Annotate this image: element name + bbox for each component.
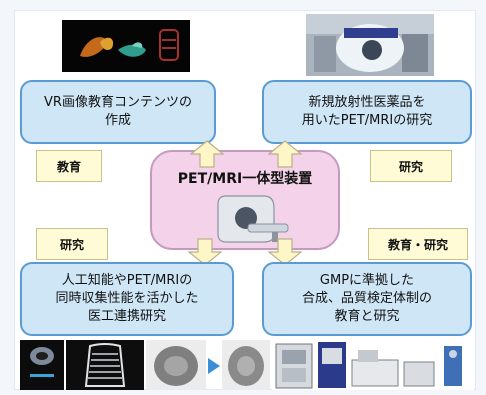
new-radiopharmaceutical-research-label: 新規放射性医薬品を 用いたPET/MRIの研究	[301, 95, 433, 128]
pet-mri-scanner-room-photo	[306, 14, 434, 76]
pet-mri-device-title: PET/MRI一体型装置	[177, 171, 313, 187]
new-radiopharmaceutical-research-box: 新規放射性医薬品を 用いたPET/MRIの研究	[262, 80, 472, 144]
gmp-quality-education-box: GMPに準拠した 合成、品質検定体制の 教育と研究	[262, 262, 472, 336]
research-tag-bottom-left-label: 研究	[59, 237, 84, 252]
medical-scan-images	[20, 340, 270, 390]
gmp-lab-equipment-photo	[272, 340, 474, 390]
arrow-up-top-left	[190, 140, 224, 168]
research-tag-top-right-label: 研究	[398, 159, 423, 174]
pet-mri-device-hub: PET/MRI一体型装置	[150, 150, 340, 250]
education-research-tag-bottom-right: 教育・研究	[368, 228, 468, 260]
research-tag-top-right: 研究	[370, 150, 452, 182]
arrow-down-bottom-left	[188, 238, 222, 266]
vr-education-content-box: VR画像教育コンテンツの 作成	[20, 80, 216, 144]
vr-education-content-label: VR画像教育コンテンツの 作成	[44, 95, 192, 128]
education-tag-top-left: 教育	[36, 150, 102, 182]
ai-medical-engineering-research-box: 人工知能やPET/MRIの 同時収集性能を活かした 医工連携研究	[20, 262, 234, 336]
pet-mri-scanner-icon	[217, 195, 289, 243]
ai-medical-engineering-research-label: 人工知能やPET/MRIの 同時収集性能を活かした 医工連携研究	[55, 273, 199, 324]
research-tag-bottom-left: 研究	[36, 228, 108, 260]
arrow-down-bottom-right	[268, 238, 302, 266]
gmp-quality-education-label: GMPに準拠した 合成、品質検定体制の 教育と研究	[301, 273, 432, 324]
education-tag-top-left-label: 教育	[56, 159, 81, 174]
arrow-up-top-right	[268, 140, 302, 168]
vr-3d-anatomy-image	[62, 20, 190, 72]
education-research-tag-bottom-right-label: 教育・研究	[387, 237, 448, 252]
